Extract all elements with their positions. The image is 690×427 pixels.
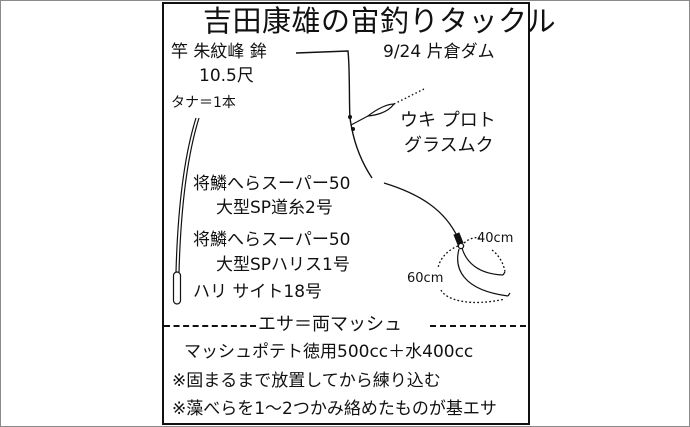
divider-dash-left xyxy=(164,325,256,327)
leader-length-arcs-icon xyxy=(437,237,506,304)
page-title: 吉田康雄の宙釣りタックル xyxy=(203,4,557,38)
float-icon xyxy=(350,88,425,126)
divider-dash-right xyxy=(430,325,526,327)
rod-icon xyxy=(172,117,200,305)
main-line-icon xyxy=(295,50,373,179)
hook-label: ハリ サイト18号 xyxy=(193,282,323,302)
float-label: ウキ プロト xyxy=(400,110,496,131)
long-leader-length: 60cm xyxy=(407,271,444,286)
tackle-panel xyxy=(162,2,530,425)
short-leader-length: 40cm xyxy=(477,231,514,246)
leader-spec: 大型SPハリス1号 xyxy=(216,255,350,275)
bait-header: エサ＝両マッシュ xyxy=(258,314,402,335)
leader-label: 将鱗へらスーパー50 xyxy=(193,230,351,250)
float-material: グラスムク xyxy=(404,135,494,156)
main-line-spec: 大型SP道糸2号 xyxy=(216,198,333,218)
bait-note-2: ※藻べらを1〜2つかみ絡めたものが基エサ xyxy=(172,399,497,419)
bait-recipe: マッシュポテト徳用500cc＋水400cc xyxy=(184,342,474,362)
rod-length: 10.5尺 xyxy=(199,66,254,86)
bait-divider xyxy=(164,313,526,337)
main-line-label: 将鱗へらスーパー50 xyxy=(193,174,351,194)
line-to-swivel-icon xyxy=(383,182,465,250)
date-location: 9/24 片倉ダム xyxy=(383,42,495,62)
rod-label: 竿 朱紋峰 鉾 xyxy=(171,42,267,62)
hook-leaders-icon xyxy=(457,247,511,297)
bait-note-1: ※固まるまで放置してから練り込む xyxy=(172,371,441,391)
tana-label: タナ＝1本 xyxy=(171,95,236,111)
